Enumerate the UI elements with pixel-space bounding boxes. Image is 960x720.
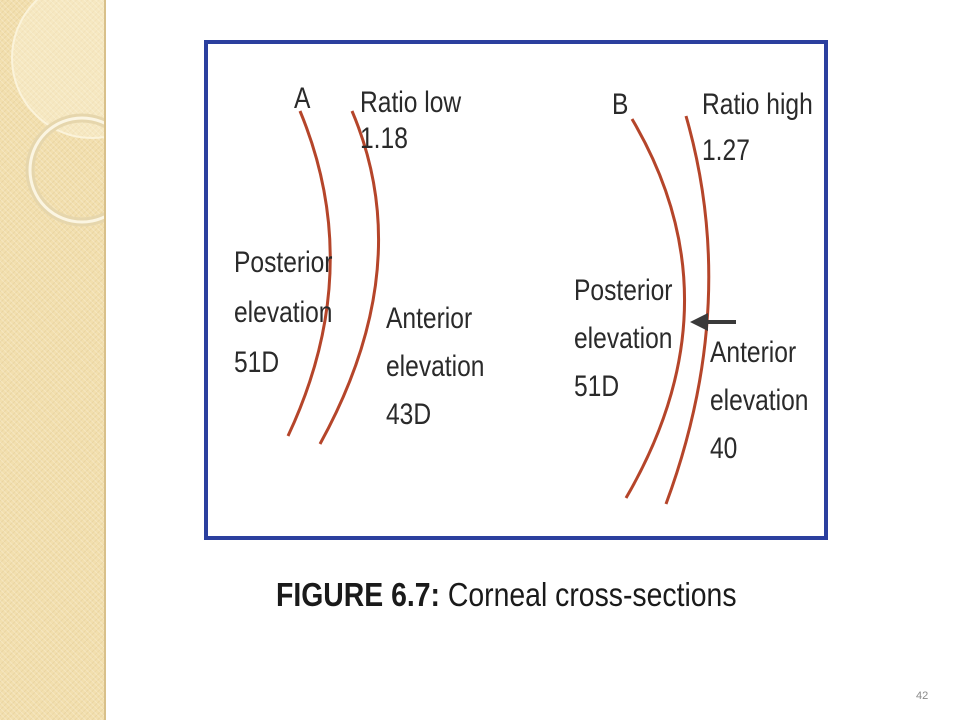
cornea-diagram — [286, 110, 736, 505]
panel-a-posterior-curve — [286, 110, 332, 437]
panel-a-ratio-label: Ratio low — [360, 86, 462, 119]
panel-b-anterior-curve — [664, 115, 711, 505]
panel-a-posterior-line-1: Posterior — [234, 246, 333, 279]
left-arrow-icon — [690, 313, 736, 331]
page-number: 42 — [916, 690, 929, 702]
panel-a-letter: A — [294, 82, 311, 115]
panel-b-posterior-line-2: elevation — [574, 322, 673, 355]
panel-b-anterior-line-1: Anterior — [710, 336, 797, 369]
panel-a-posterior-line-3: 51D — [234, 346, 280, 379]
decorative-side-strip — [0, 0, 106, 720]
figure-frame: A Ratio low 1.18 Posterior elevation 51D… — [204, 40, 828, 540]
panel-b-posterior-line-3: 51D — [574, 370, 620, 403]
panel-b-letter: B — [612, 88, 629, 121]
panel-a-anterior-line-3: 43D — [386, 398, 432, 431]
panel-b-ratio-value: 1.27 — [702, 134, 750, 167]
decorative-circles-icon — [11, 0, 104, 227]
panel-a-anterior-line-2: elevation — [386, 350, 485, 383]
figure-caption-text: Corneal cross-sections — [440, 576, 737, 613]
panel-b-anterior-line-3: 40 — [710, 432, 738, 465]
panel-b-ratio-label: Ratio high — [702, 88, 813, 121]
figure-caption: FIGURE 6.7: Corneal cross-sections — [276, 576, 737, 614]
panel-a-posterior-line-2: elevation — [234, 296, 333, 329]
panel-a-anterior-curve — [318, 110, 381, 445]
panel-b-anterior-line-2: elevation — [710, 384, 809, 417]
figure-caption-prefix: FIGURE 6.7: — [276, 576, 441, 613]
panel-a-anterior-line-1: Anterior — [386, 302, 473, 335]
panel-b-posterior-curve — [624, 118, 687, 499]
panel-a-ratio-value: 1.18 — [360, 122, 408, 155]
panel-b-posterior-line-1: Posterior — [574, 274, 673, 307]
